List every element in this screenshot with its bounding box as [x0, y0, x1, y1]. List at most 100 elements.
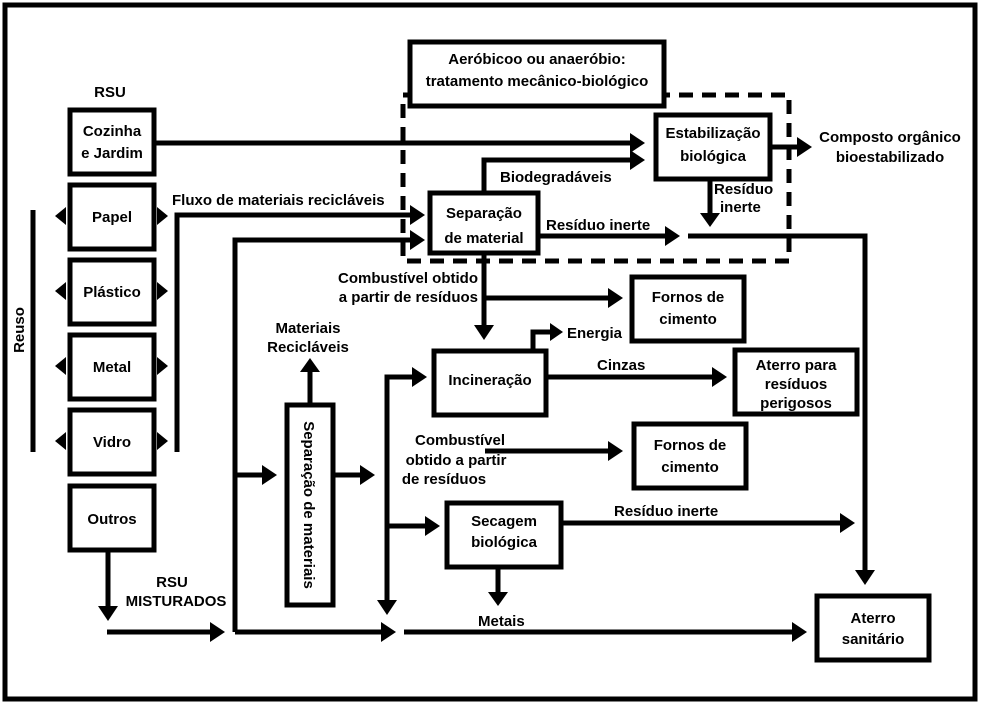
- destination-aterro-sanitario: Aterro sanitário: [814, 593, 932, 663]
- source-vidro-label: Vidro: [93, 434, 131, 451]
- secagem-line-1: Secagem: [471, 513, 537, 530]
- aterro-perigosos-line-1: Aterro para: [756, 357, 838, 374]
- separacao-materiais-label: Separação de materiais: [300, 421, 317, 589]
- flow-energia: [530, 329, 550, 349]
- label-combustivel2-line-1: Combustível: [415, 432, 505, 449]
- label-materiais-reciclaveis-1: Materiais: [275, 320, 340, 337]
- arrow-head: [377, 600, 397, 615]
- process-incineracao: Incineração: [431, 348, 549, 418]
- label-combustivel1-line-1: Combustível obtido: [338, 270, 478, 287]
- source-box-vidro: Vidro: [67, 407, 157, 477]
- label-metais: Metais: [478, 613, 525, 630]
- fornos1-line-1: Fornos de: [652, 289, 725, 306]
- label-combustivel2-line-3: de resíduos: [402, 471, 486, 488]
- label-cinzas: Cinzas: [597, 357, 645, 374]
- arrow-head: [381, 622, 396, 642]
- arrow-head: [712, 367, 727, 387]
- arrow-head: [410, 230, 425, 250]
- arrow-head: [360, 465, 375, 485]
- arrow-head: [55, 357, 66, 375]
- composto-line-2: bioestabilizado: [836, 149, 944, 166]
- secagem-line-2: biológica: [471, 534, 537, 551]
- arrow-head: [474, 325, 494, 340]
- label-combustivel2-line-2: obtido a partir: [406, 452, 507, 469]
- source-plastico-label: Plástico: [83, 284, 141, 301]
- arrow-head: [157, 357, 168, 375]
- arrow-head: [700, 213, 720, 227]
- arrow-head: [262, 465, 277, 485]
- reuse-label: Reuso: [11, 307, 28, 353]
- source-box-papel: Papel: [67, 182, 157, 252]
- incineracao-label: Incineração: [448, 372, 531, 389]
- arrow-head: [412, 367, 427, 387]
- label-fluxo-reciclaveis: Fluxo de materiais recicláveis: [172, 192, 385, 209]
- arrow-head: [550, 323, 563, 341]
- flow-reciclaveis-separacao: [174, 212, 410, 452]
- arrow-head: [425, 516, 440, 536]
- separacao-material-line-1: Separação: [446, 205, 522, 222]
- arrow-head: [410, 205, 425, 225]
- source-cozinha-line-2: e Jardim: [81, 145, 143, 162]
- process-secagem-biologica: Secagem biológica: [444, 500, 564, 570]
- arrow-head: [792, 622, 807, 642]
- mbt-title-box: [407, 39, 667, 109]
- label-residuo-sec: Resíduo inerte: [614, 503, 718, 520]
- arrow-head: [665, 226, 680, 246]
- label-residuo-estab-2: inerte: [720, 199, 761, 216]
- fornos1-line-2: cimento: [659, 311, 717, 328]
- label-rsu-misturados-2: MISTURADOS: [126, 593, 227, 610]
- source-outros-label: Outros: [87, 511, 136, 528]
- estabilizacao-line-2: biológica: [680, 148, 746, 165]
- aterro-sanitario-line-1: Aterro: [850, 610, 895, 627]
- source-metal-label: Metal: [93, 359, 131, 376]
- label-biodegradaveis: Biodegradáveis: [500, 169, 612, 186]
- reuse-arrows: [55, 207, 168, 450]
- destination-fornos-cimento-2: Fornos de cimento: [631, 421, 749, 491]
- composto-line-1: Composto orgânico: [819, 129, 961, 146]
- source-box-cozinha: Cozinha e Jardim: [67, 107, 157, 177]
- fornos2-line-2: cimento: [661, 459, 719, 476]
- label-rsu-misturados-1: RSU: [156, 574, 188, 591]
- arrow-head: [55, 207, 66, 225]
- flow-biodegradaveis: [481, 157, 630, 193]
- arrow-head: [855, 570, 875, 585]
- arrow-head: [840, 513, 855, 533]
- rsu-title: RSU: [94, 84, 126, 101]
- arrow-head: [98, 606, 118, 621]
- fornos2-line-1: Fornos de: [654, 437, 727, 454]
- flow-residuo-aterro: [688, 233, 868, 570]
- source-cozinha-line-1: Cozinha: [83, 123, 142, 140]
- process-separacao-material: Separação de material: [427, 190, 541, 256]
- arrow-head: [300, 358, 320, 372]
- source-box-metal: Metal: [67, 332, 157, 402]
- mbt-title-line-2: tratamento mecânico-biológico: [426, 73, 649, 90]
- arrow-head: [488, 592, 508, 606]
- arrow-head: [55, 282, 66, 300]
- arrow-head: [157, 432, 168, 450]
- process-estabilizacao-biologica: Estabilização biológica: [653, 112, 773, 182]
- aterro-sanitario-line-2: sanitário: [842, 631, 905, 648]
- mbt-title-line-1: Aeróbicoo ou anaeróbio:: [448, 51, 626, 68]
- arrow-head: [630, 150, 645, 170]
- estabilizacao-line-1: Estabilização: [665, 125, 760, 142]
- separacao-material-line-2: de material: [444, 230, 523, 247]
- arrow-head: [608, 288, 623, 308]
- arrow-head: [608, 441, 623, 461]
- arrow-head: [157, 282, 168, 300]
- flow-misturados-separacao: [232, 237, 410, 632]
- source-box-plastico: Plástico: [67, 257, 157, 327]
- label-combustivel1-line-2: a partir de resíduos: [339, 289, 478, 306]
- aterro-perigosos-line-3: perigosos: [760, 395, 832, 412]
- arrow-head: [210, 622, 225, 642]
- arrow-head: [797, 137, 812, 157]
- label-residuo-estab-1: Resíduo: [714, 181, 773, 198]
- label-materiais-reciclaveis-2: Recicláveis: [267, 339, 349, 356]
- destination-aterro-perigosos: Aterro para resíduos perigosos: [732, 347, 860, 417]
- arrow-head: [157, 207, 168, 225]
- source-papel-label: Papel: [92, 209, 132, 226]
- label-residuo-sep: Resíduo inerte: [546, 217, 650, 234]
- label-energia: Energia: [567, 325, 623, 342]
- arrow-head: [630, 133, 645, 153]
- arrow-head: [55, 432, 66, 450]
